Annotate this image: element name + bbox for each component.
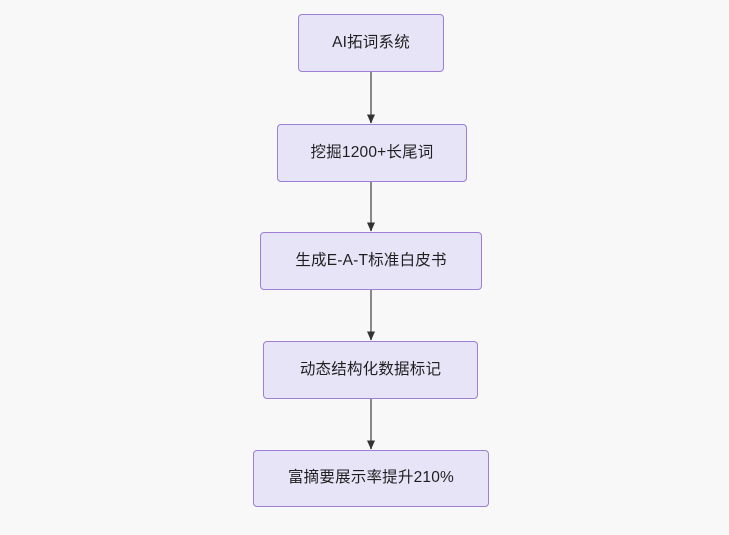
flow-node-n2[interactable]: 挖掘1200+长尾词 <box>277 124 467 182</box>
flow-node-n5[interactable]: 富摘要展示率提升210% <box>253 450 489 507</box>
flow-node-label: 生成E-A-T标准白皮书 <box>295 251 447 269</box>
flow-node-label: 挖掘1200+长尾词 <box>310 143 434 161</box>
flow-node-n4[interactable]: 动态结构化数据标记 <box>263 341 478 399</box>
flow-node-n1[interactable]: AI拓词系统 <box>298 14 444 72</box>
flow-node-label: AI拓词系统 <box>332 33 410 51</box>
flow-node-n3[interactable]: 生成E-A-T标准白皮书 <box>260 232 482 290</box>
flow-node-label: 富摘要展示率提升210% <box>287 469 455 487</box>
flow-node-label: 动态结构化数据标记 <box>299 360 442 378</box>
